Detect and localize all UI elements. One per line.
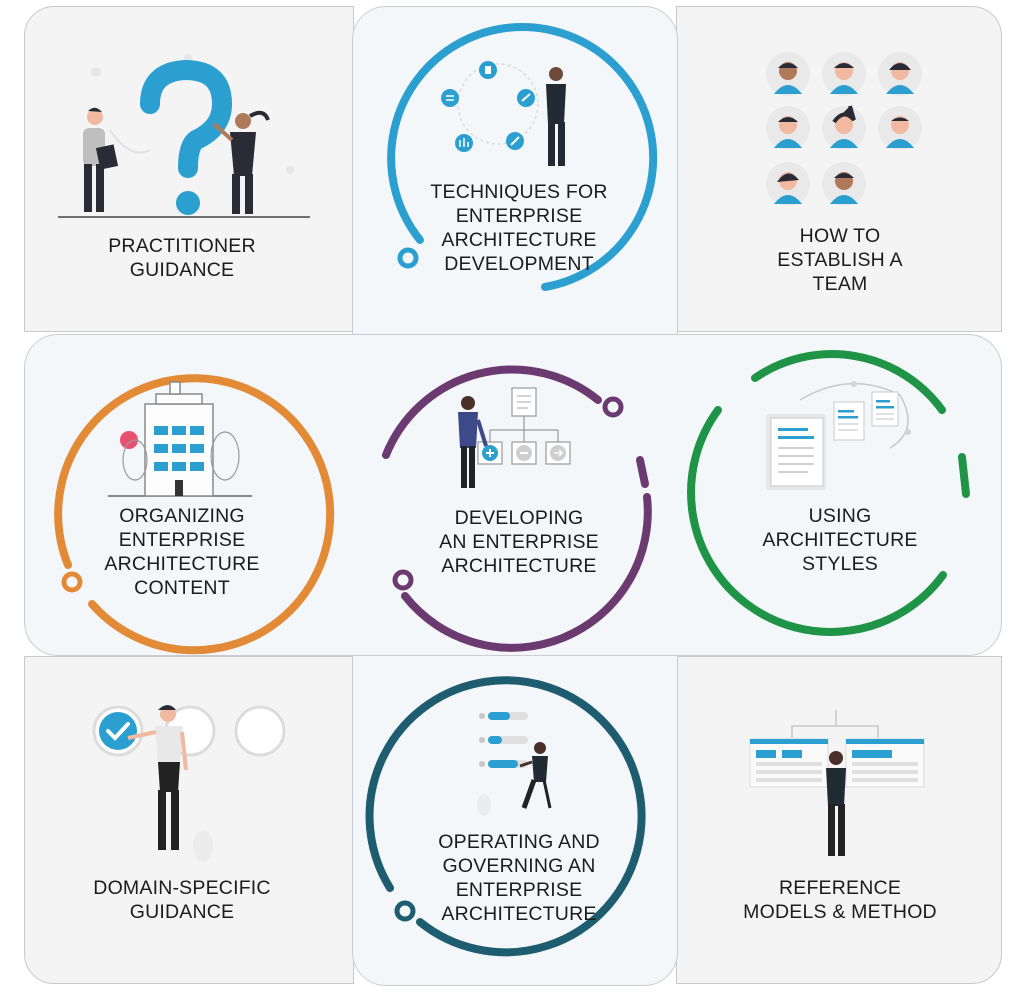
- reference-board-icon: [749, 710, 925, 856]
- developing-ring: [382, 365, 652, 652]
- building-icon: [108, 381, 252, 497]
- question-people-icon: [58, 54, 310, 218]
- documents-icon: [766, 381, 911, 490]
- team-avatars-icon: [766, 52, 922, 206]
- styles-ring: [686, 350, 970, 636]
- techniques-ring: [387, 23, 658, 291]
- organizing-ring: [54, 374, 335, 655]
- operating-ring: [365, 676, 646, 957]
- tools-cycle-icon: [441, 61, 566, 166]
- flowchart-icon: [458, 387, 571, 488]
- checklist-icon: [92, 705, 286, 862]
- progress-bars-icon: [477, 712, 552, 816]
